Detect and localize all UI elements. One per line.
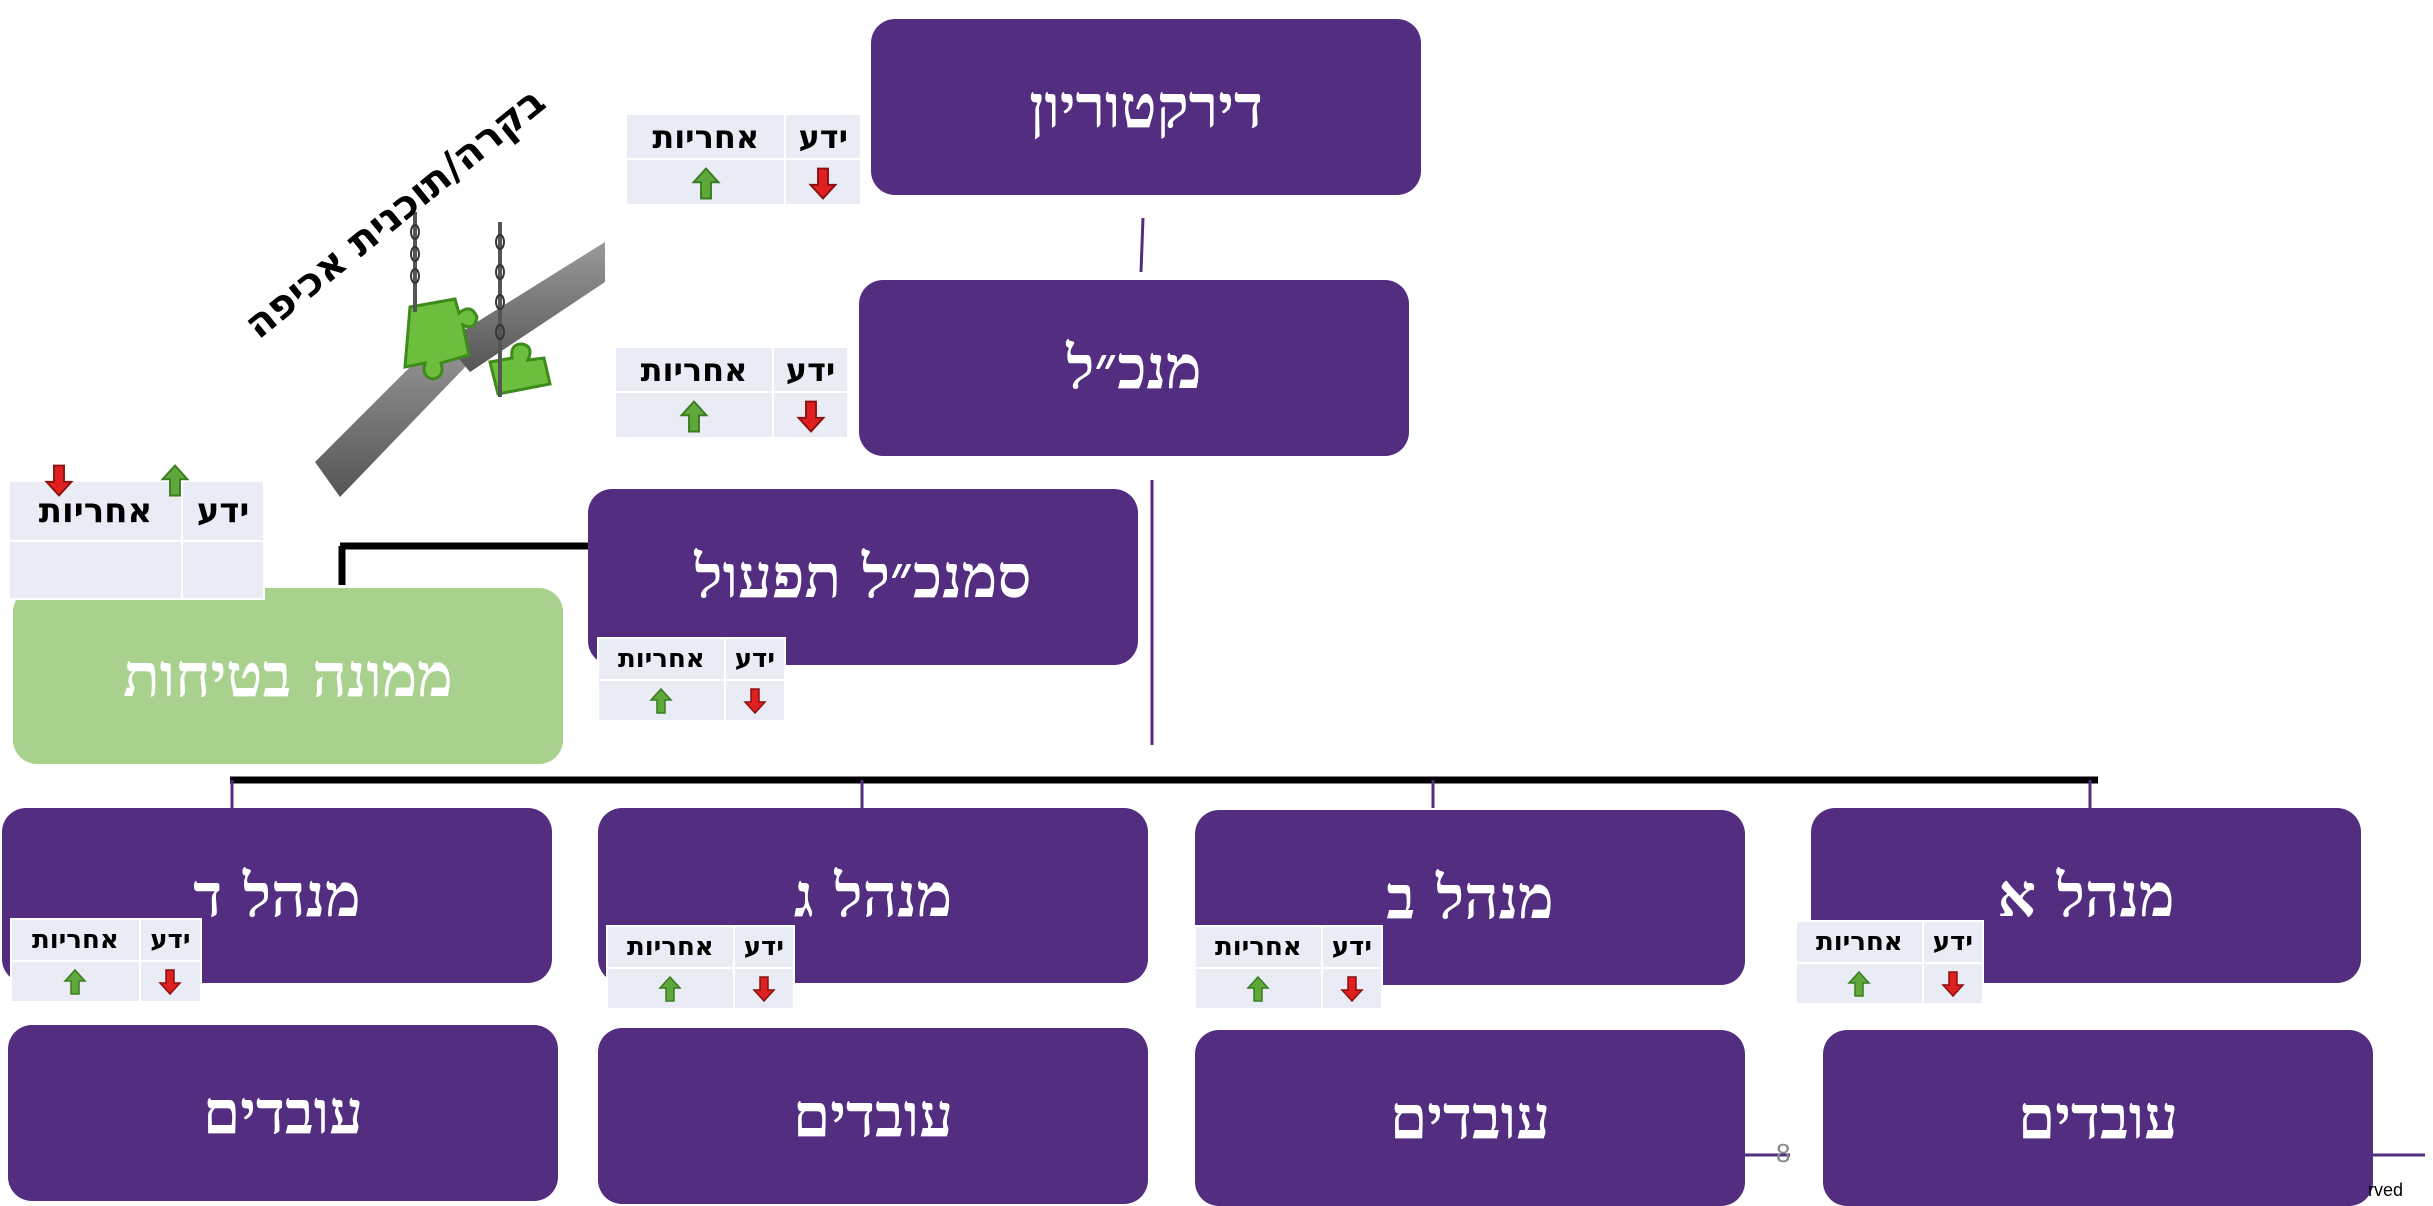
kr-knowledge-header: ידע	[772, 345, 849, 394]
ceo-box: מנכ״ל	[859, 280, 1409, 456]
directorate-box: דירקטוריון	[871, 19, 1421, 195]
manager-b-box: מנהל ב	[1195, 810, 1745, 985]
kr-responsibility-header: אחריות	[10, 918, 141, 962]
kr-knowledge-header: ידע	[784, 112, 862, 161]
kr-responsibility-header: אחריות	[1795, 920, 1924, 964]
workers-box-c: עובדים	[598, 1028, 1148, 1204]
manager-d-label: מנהל ד	[193, 860, 361, 931]
workers-box-a: עובדים	[1823, 1030, 2373, 1206]
kr-knowledge-header: ידע	[1320, 925, 1384, 969]
page-number: 8	[1776, 1138, 1791, 1168]
kr-responsibility-header: אחריות	[7, 480, 184, 542]
workers-label: עובדים	[2017, 1083, 2179, 1153]
manager-a-label: מנהל א	[1997, 860, 2175, 931]
arrow-down-icon	[732, 966, 796, 1010]
kr-responsibility-header: אחריות	[613, 345, 775, 394]
deputy-ceo-ops-label: סמנכ״ל תפעול	[694, 542, 1032, 612]
kr-knowledge-header: ידע	[732, 925, 796, 969]
arrow-down-icon	[1921, 961, 1985, 1005]
arrow-up-icon	[613, 391, 775, 439]
kr-empty-cell	[7, 540, 184, 600]
workers-label: עובדים	[202, 1078, 364, 1148]
deputy-ceo-ops-box: סמנכ״ל תפעול	[588, 489, 1138, 665]
directorate-ceo-connector	[1139, 217, 1145, 273]
kr-responsibility-header: אחריות	[624, 112, 787, 161]
kr-knowledge-header: ידע	[723, 637, 787, 681]
kr-responsibility-header: אחריות	[1194, 925, 1323, 969]
workers-box-b: עובדים	[1195, 1030, 1745, 1206]
manager-c-label: מנהל ג	[793, 860, 953, 931]
workers-label: עובדים	[792, 1081, 954, 1151]
safety-officer-label: ממונה בטיחות	[123, 641, 453, 711]
kr-empty-cell	[181, 540, 265, 600]
arrow-down-icon	[784, 158, 862, 206]
manager-d-box: מנהל ד	[2, 808, 552, 983]
safety-responsibility-arrow-down-icon	[44, 463, 74, 498]
arrow-up-icon	[597, 678, 726, 722]
arrow-up-icon	[606, 966, 735, 1010]
kr-knowledge-header: ידע	[138, 918, 203, 962]
arrow-down-icon	[1320, 966, 1384, 1010]
footer-cropped-text: rved	[2368, 1180, 2404, 1200]
safety-knowledge-arrow-up-icon	[160, 463, 190, 498]
arrow-down-icon	[723, 678, 787, 722]
workers-box-d: עובדים	[8, 1025, 558, 1201]
arrow-up-icon	[624, 158, 787, 206]
workers-label: עובדים	[1389, 1083, 1551, 1153]
manager-b-label: מנהל ב	[1386, 862, 1554, 933]
kr-responsibility-header: אחריות	[606, 925, 735, 969]
puzzle-bridge-icon	[315, 212, 605, 497]
ceo-label: מנכ״ל	[1066, 333, 1202, 403]
arrow-up-icon	[10, 959, 141, 1003]
arrow-down-icon	[138, 959, 203, 1003]
kr-knowledge-header: ידע	[181, 480, 265, 542]
kr-knowledge-header: ידע	[1921, 920, 1985, 964]
kr-responsibility-header: אחריות	[597, 637, 726, 681]
arrow-up-icon	[1795, 961, 1924, 1005]
safety-officer-box: ממונה בטיחות	[13, 588, 563, 764]
directorate-label: דירקטוריון	[1029, 72, 1263, 142]
arrow-up-icon	[1194, 966, 1323, 1010]
arrow-down-icon	[772, 391, 849, 439]
